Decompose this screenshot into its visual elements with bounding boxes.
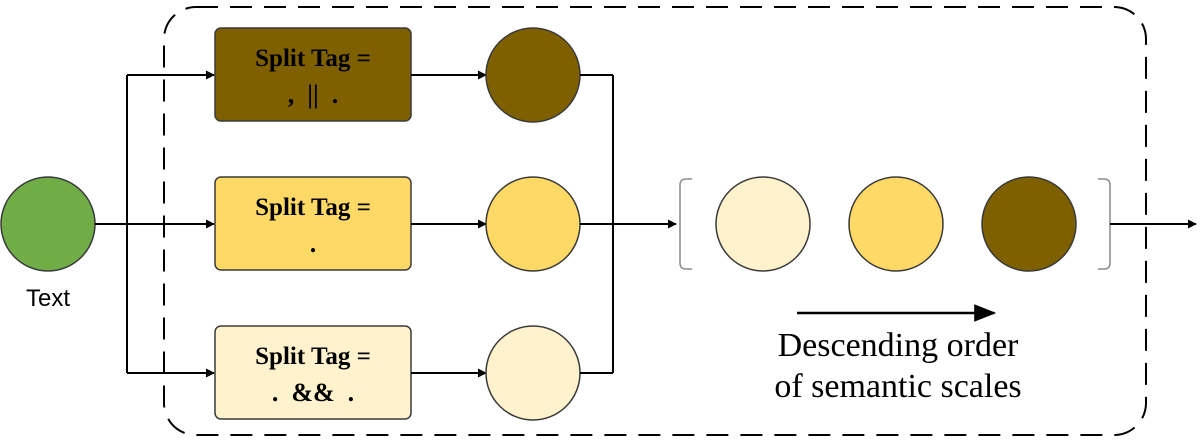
- split-tag-symbols-3: . && .: [272, 378, 354, 407]
- split-tag-symbols-2: .: [310, 229, 317, 258]
- result-circle-3: [485, 325, 581, 421]
- right-bracket: [1098, 178, 1111, 270]
- input-node: [0, 176, 96, 272]
- split-tag-symbols-1: , || .: [288, 80, 338, 109]
- result-circle-2: [485, 176, 581, 272]
- dashed-boundary: [163, 6, 1147, 436]
- caption-line-1: Descending order: [778, 327, 1019, 364]
- split-tag-title-3: Split Tag =: [255, 343, 371, 370]
- split-tag-title-1: Split Tag =: [255, 45, 371, 72]
- caption-line-2: of semantic scales: [774, 368, 1021, 405]
- input-label: Text: [26, 285, 70, 312]
- split-tag-title-2: Split Tag =: [255, 194, 371, 221]
- ordered-circle-1: [715, 176, 811, 272]
- ordered-circle-3: [981, 176, 1077, 272]
- ordered-circle-2: [848, 176, 944, 272]
- left-bracket: [679, 178, 692, 270]
- result-circle-1: [485, 27, 581, 123]
